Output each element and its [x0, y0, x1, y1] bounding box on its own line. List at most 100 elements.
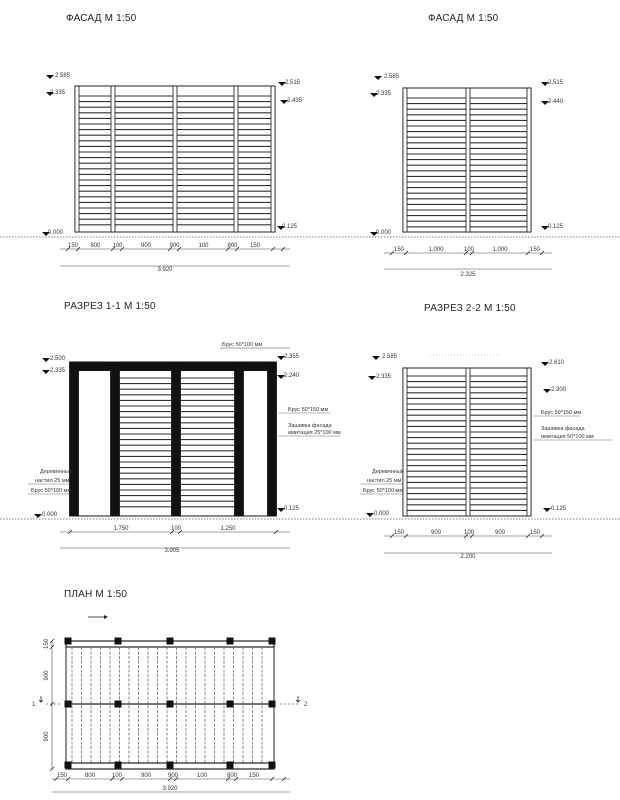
post [171, 361, 181, 517]
dimension-tick [177, 529, 183, 535]
plan-post [64, 637, 72, 645]
dimension-tick [67, 529, 73, 535]
plan-post [268, 700, 276, 708]
post [233, 85, 239, 233]
plan-post [226, 761, 234, 769]
dimension-tick [403, 533, 409, 539]
dimension-tick [119, 776, 125, 782]
section2-total-width: 2.200 [460, 554, 476, 560]
post [402, 87, 408, 233]
dimension-tick [49, 644, 55, 650]
dimension-tick [49, 766, 55, 772]
plan-post [64, 700, 72, 708]
dimension-label: 900 [44, 670, 50, 681]
dimension-label: 100 [464, 530, 475, 536]
facade1-total-width: 3.920 [157, 267, 173, 273]
plan-section-mark-2: 2 [304, 702, 308, 708]
dimension-tick [403, 250, 409, 256]
facade1-level-top-right: 2.515 [285, 80, 301, 86]
section1-title: РАЗРЕЗ 1-1 М 1:50 [64, 301, 156, 312]
section2-note-right-3: имитация 50*100 мм [541, 434, 594, 440]
dimension-tick [119, 246, 125, 252]
post [402, 367, 408, 517]
dimension-label: 900 [168, 773, 179, 779]
dimension-label: 150 [394, 247, 405, 253]
dimension-tick [233, 776, 239, 782]
dimension-tick [273, 529, 279, 535]
plan-total-width: 3.920 [162, 786, 178, 792]
section2-drawing: 2.585 2.335 2.610 2.300 0.000 0.125 Брус… [360, 354, 612, 560]
section1-level-sub-left: 2.335 [50, 368, 66, 374]
dimension-tick [65, 776, 71, 782]
dimension-tick [469, 250, 475, 256]
facade2-level-bottom-left: 0.000 [376, 230, 392, 236]
plan-post [166, 637, 174, 645]
section2-level-bottom-left: 0.000 [374, 511, 390, 517]
dimension-label: 150 [530, 530, 541, 536]
dimension-tick [225, 776, 231, 782]
plan-posts [64, 637, 276, 769]
plan-post [64, 761, 72, 769]
section1-drawing: 2.500 2.335 2.355 2.240 0.000 0.125 Брус… [28, 342, 341, 554]
dimension-label: 150 [394, 530, 405, 536]
facade2-total-width: 2.325 [460, 272, 476, 278]
dimension-tick [389, 250, 395, 256]
dimension-tick [281, 776, 287, 782]
post [267, 361, 277, 517]
plan-post [114, 700, 122, 708]
dimension-tick [225, 246, 231, 252]
plan-post [226, 700, 234, 708]
plan-title: ПЛАН М 1:50 [64, 589, 128, 600]
dimension-tick [280, 246, 286, 252]
dimension-label: 1.250 [220, 526, 236, 532]
dimension-tick [49, 638, 55, 644]
section2-level-bottom-right: 0.125 [551, 506, 567, 512]
dimension-tick [525, 250, 531, 256]
section1-level-bottom-right: 0.125 [284, 506, 300, 512]
post [526, 367, 532, 517]
section1-note-left-1: Деревянный [40, 468, 72, 475]
section2-note-left-3: Брус 50*100 мм [363, 488, 403, 494]
dimension-label: 100 [171, 526, 182, 532]
facade1-level-bottom-left: 0.000 [48, 230, 64, 236]
dimension-tick [53, 776, 59, 782]
post [270, 85, 276, 233]
facade2-posts [402, 87, 532, 233]
dimension-tick [525, 533, 531, 539]
dimension-label: 100 [197, 773, 208, 779]
post [465, 87, 471, 233]
section1-total-width: 3.905 [164, 548, 180, 554]
section1-level-sub-right: 2.240 [284, 373, 300, 379]
section2-level-sub-left: 2.335 [376, 374, 392, 380]
section1-note-left-2: настил 25 мм [35, 478, 70, 484]
dimension-tick [269, 776, 275, 782]
plan-post [226, 637, 234, 645]
post [110, 361, 120, 517]
dimension-tick [173, 776, 179, 782]
facade1-level-sub-right: 2.435 [287, 98, 303, 104]
dimension-tick [270, 246, 276, 252]
dimension-tick [469, 533, 475, 539]
dimension-tick [234, 246, 240, 252]
section2-note-right-2: Зашивка фасада [541, 426, 586, 432]
section1-level-top-right: 2.355 [284, 354, 300, 360]
dimension-label: 900 [495, 530, 506, 536]
dimension-label: 150 [57, 773, 68, 779]
dimension-label: 800 [227, 243, 238, 249]
section2-title: РАЗРЕЗ 2-2 М 1:50 [424, 303, 516, 314]
dimension-label: 150 [249, 773, 260, 779]
plan-post [114, 761, 122, 769]
dimension-label: 800 [90, 243, 101, 249]
dimension-label: 100 [198, 243, 209, 249]
dimension-label: 800 [227, 773, 238, 779]
facade1-level-top-left: 2.585 [55, 73, 71, 79]
dimension-label: 100 [112, 243, 123, 249]
plan-joists [71, 647, 263, 763]
post [465, 367, 471, 517]
